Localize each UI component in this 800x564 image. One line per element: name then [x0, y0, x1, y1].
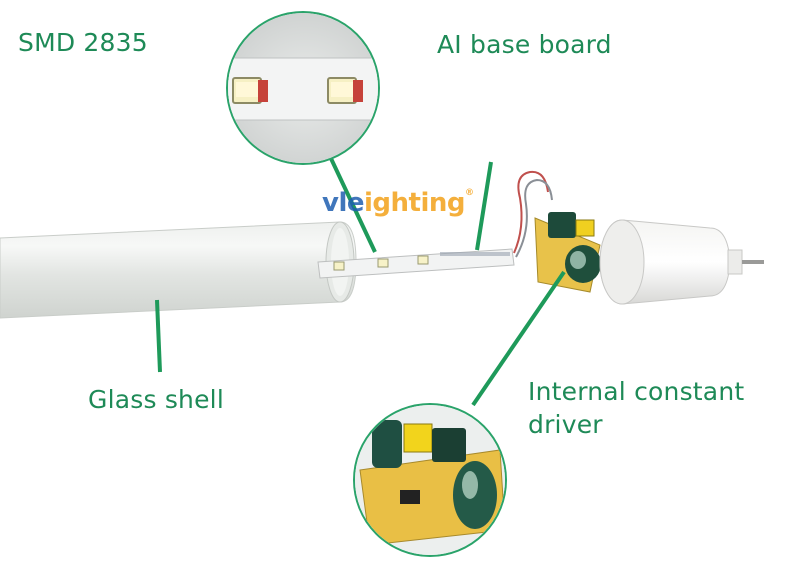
driver-label-line1: Internal constant	[528, 377, 745, 406]
end-cap	[599, 219, 764, 305]
leader-lines	[155, 149, 566, 407]
driver-label: Internal constant driver	[528, 375, 744, 441]
brand-logo: vleighting®	[322, 188, 474, 218]
ai-board-label: AI base board	[437, 30, 612, 59]
led-strip	[317, 248, 515, 279]
brand-logo-suffix: ighting	[364, 188, 466, 218]
smd-zoom-circle	[226, 11, 380, 165]
glass-tube	[0, 221, 357, 319]
brand-logo-prefix: vle	[322, 188, 365, 218]
driver-label-line2: driver	[528, 410, 603, 439]
smd-label: SMD 2835	[18, 28, 148, 57]
registered-mark: ®	[465, 188, 474, 198]
driver-board	[534, 212, 601, 293]
glass-shell-label: Glass shell	[88, 385, 224, 414]
driver-zoom-circle	[353, 403, 507, 557]
